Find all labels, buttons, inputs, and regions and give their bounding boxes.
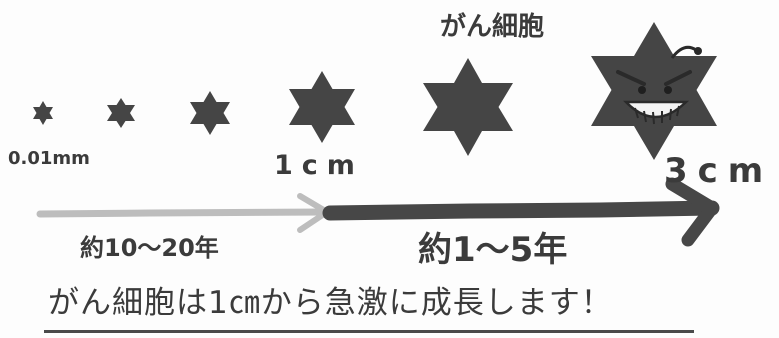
cell-stage-6-3cm: [591, 22, 717, 160]
size-label-start: 0.01mm: [8, 148, 90, 169]
caption-text: がん細胞は1㎝から急激に成長します！: [48, 285, 613, 321]
caption-underline: [44, 330, 694, 333]
cancer-cell-title: がん細胞: [440, 12, 545, 42]
size-label-1cm: 1cm: [274, 150, 364, 181]
cell-stage-3: [190, 91, 230, 135]
slow-growth-arrow: [36, 193, 330, 233]
cell-stage-4-1cm: [289, 71, 355, 143]
cell-stage-1: [33, 101, 53, 125]
size-label-3cm: 3cm: [664, 151, 774, 191]
cell-face: [616, 45, 702, 125]
cell-stage-2: [107, 98, 135, 128]
period-label-fast: 約1〜5年: [418, 230, 568, 270]
cell-stage-5: [423, 58, 513, 156]
period-label-slow: 約10〜20年: [80, 234, 219, 262]
fast-growth-arrow: [322, 177, 720, 247]
